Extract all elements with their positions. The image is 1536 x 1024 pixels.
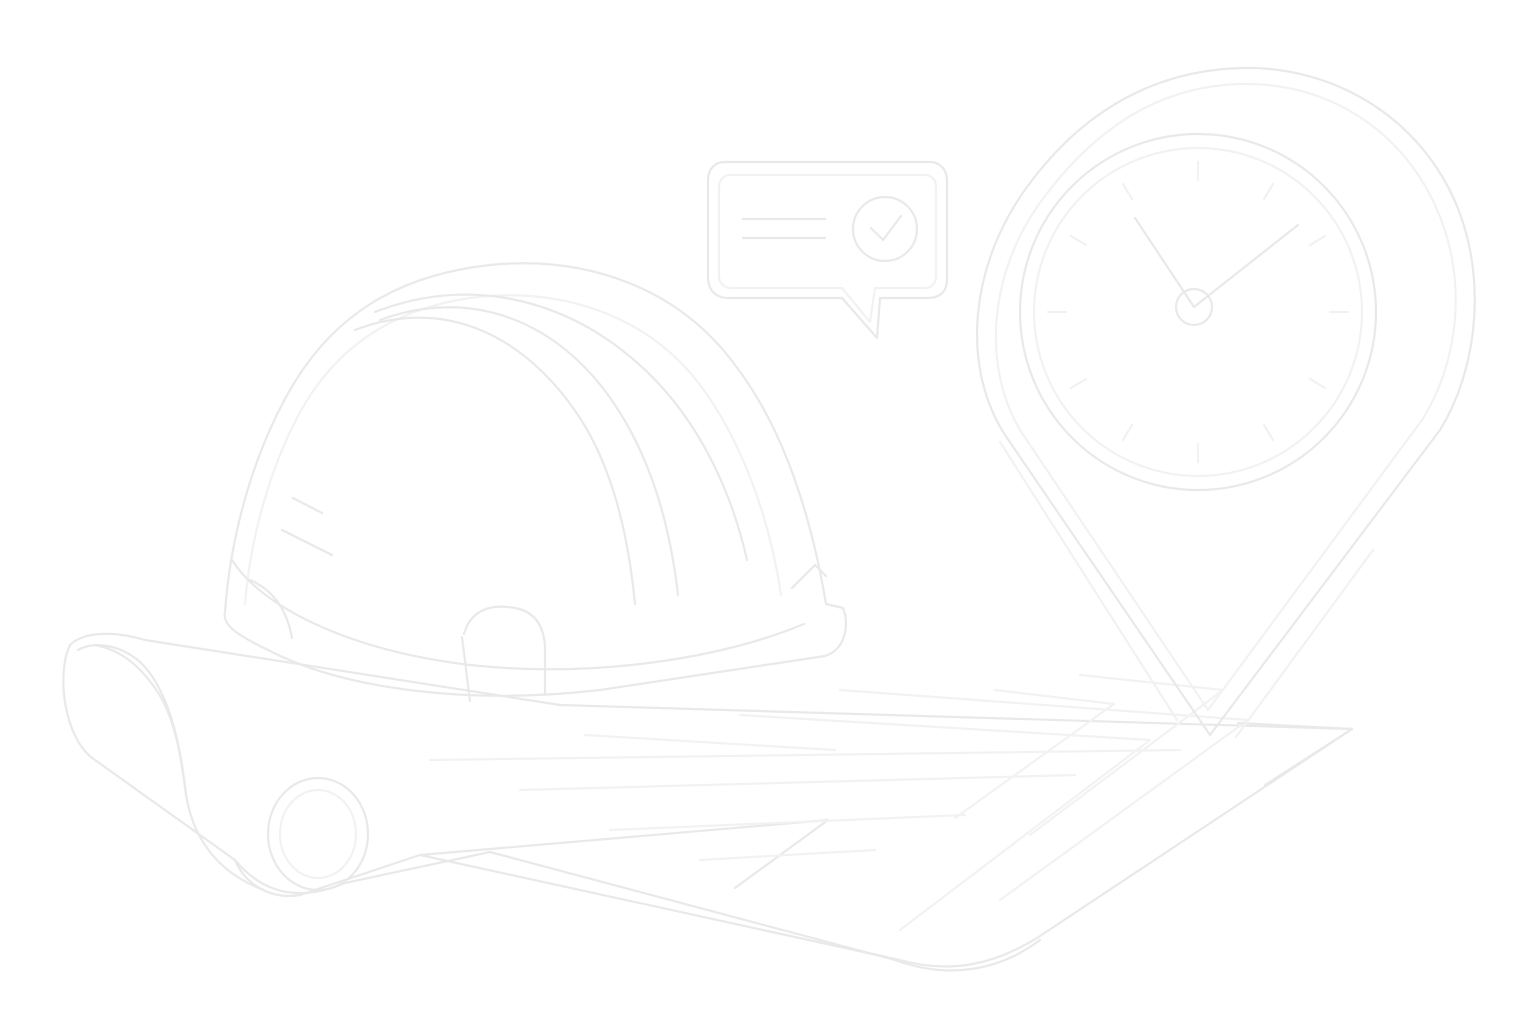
- clock-hand-hour: [1133, 216, 1196, 309]
- message-bubble-inner: [717, 173, 938, 324]
- hard-hat-brim-front: [460, 563, 828, 703]
- blueprint-grid: [583, 688, 1250, 932]
- clock-face-inner: [1032, 146, 1364, 478]
- location-clock-icon: [975, 66, 1476, 739]
- blueprint-corner: [1236, 721, 1354, 787]
- blueprint-roll-end: [266, 776, 370, 892]
- blueprint-roll-edge: [93, 643, 188, 796]
- clock-face: [1018, 132, 1378, 492]
- hard-hat-vents: [280, 496, 334, 557]
- blueprint-roll-end-inner: [278, 788, 358, 880]
- location-pin-inner: [994, 82, 1457, 712]
- blueprint-grid: [953, 673, 1225, 837]
- message-line: [741, 217, 827, 240]
- check-icon: [869, 214, 903, 242]
- message-bubble: [706, 160, 949, 340]
- blueprint-sheet-outline: [62, 632, 1354, 968]
- location-pin-outline: [975, 66, 1476, 737]
- hard-hat-brim-front: [248, 578, 547, 696]
- message-check-circle: [851, 195, 919, 263]
- clock-hand-minute: [1192, 223, 1300, 309]
- blueprint-grid: [428, 748, 1182, 862]
- hard-hat-icon: [223, 262, 847, 703]
- hard-hat-ridge: [353, 316, 637, 606]
- hard-hat-ridge-line: [373, 293, 749, 562]
- hard-hat-ridge: [378, 306, 680, 597]
- blueprint-roll-icon: [62, 632, 1354, 972]
- hard-hat-brim: [230, 558, 806, 671]
- clock-ticks: [1046, 160, 1350, 464]
- location-pin-shadow: [998, 440, 1375, 739]
- message-check-icon: [706, 160, 949, 340]
- clock-center: [1174, 287, 1214, 327]
- blueprint-underside: [233, 850, 1042, 972]
- hard-hat-dome-inner: [243, 294, 783, 606]
- hard-hat-dome: [223, 262, 847, 697]
